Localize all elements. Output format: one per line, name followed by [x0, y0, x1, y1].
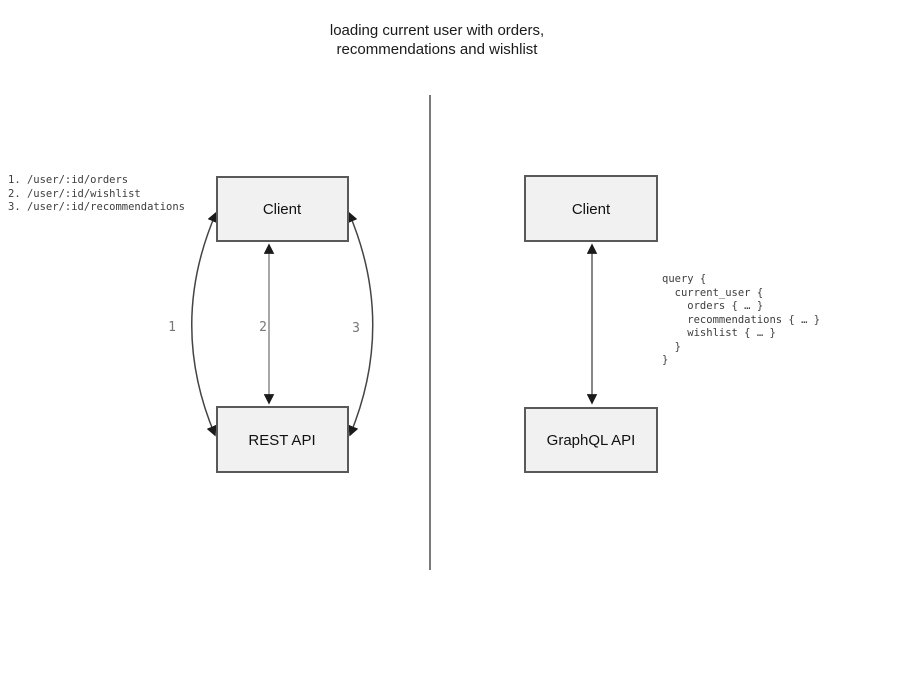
arrow-label-2: 2 [259, 320, 267, 335]
graphql-api-node: GraphQL API [524, 407, 658, 473]
query-line-5: wishlist { … } [662, 327, 776, 339]
query-line-6: } [662, 340, 681, 353]
title-line-1: loading current user with orders, [329, 22, 545, 39]
graphql-client-node: Client [524, 175, 658, 242]
rest-curved-arrow-3 [347, 211, 374, 437]
query-line-1: query { [662, 273, 707, 285]
graphql-client-label: Client [572, 201, 611, 218]
arrow-label-1: 1 [168, 320, 176, 335]
query-line-2: current_user { [662, 286, 764, 299]
endpoint-line-3: 3. /user/:id/recommendations [8, 201, 186, 213]
rest-client-label: Client [263, 201, 302, 218]
query-line-4: recommendations { … } [662, 313, 821, 326]
query-line-7: } [662, 354, 669, 366]
rest-client-box [216, 176, 349, 242]
title-line-2: recommendations and wishlist [336, 41, 538, 58]
query-line-3: orders { … } [662, 300, 764, 312]
graphql-query-block: query { current_user { orders { … } reco… [662, 273, 820, 368]
endpoint-line-1: 1. /user/:id/orders [8, 174, 129, 186]
rest-curved-arrow-1 [191, 211, 218, 437]
rest-api-label: REST API [248, 432, 315, 449]
graphql-api-label: GraphQL API [547, 432, 636, 449]
rest-api-box [216, 406, 349, 473]
arrow-label-3: 3 [352, 321, 360, 336]
graphql-api-box [524, 407, 658, 473]
rest-client-node: Client [216, 176, 349, 242]
rest-api-node: REST API [216, 406, 349, 473]
graphql-client-box [524, 175, 658, 242]
diagram-title: loading current user with orders, recomm… [0, 21, 874, 59]
rest-endpoints-list: 1. /user/:id/orders 2. /user/:id/wishlis… [8, 174, 185, 215]
endpoint-line-2: 2. /user/:id/wishlist [8, 187, 141, 200]
